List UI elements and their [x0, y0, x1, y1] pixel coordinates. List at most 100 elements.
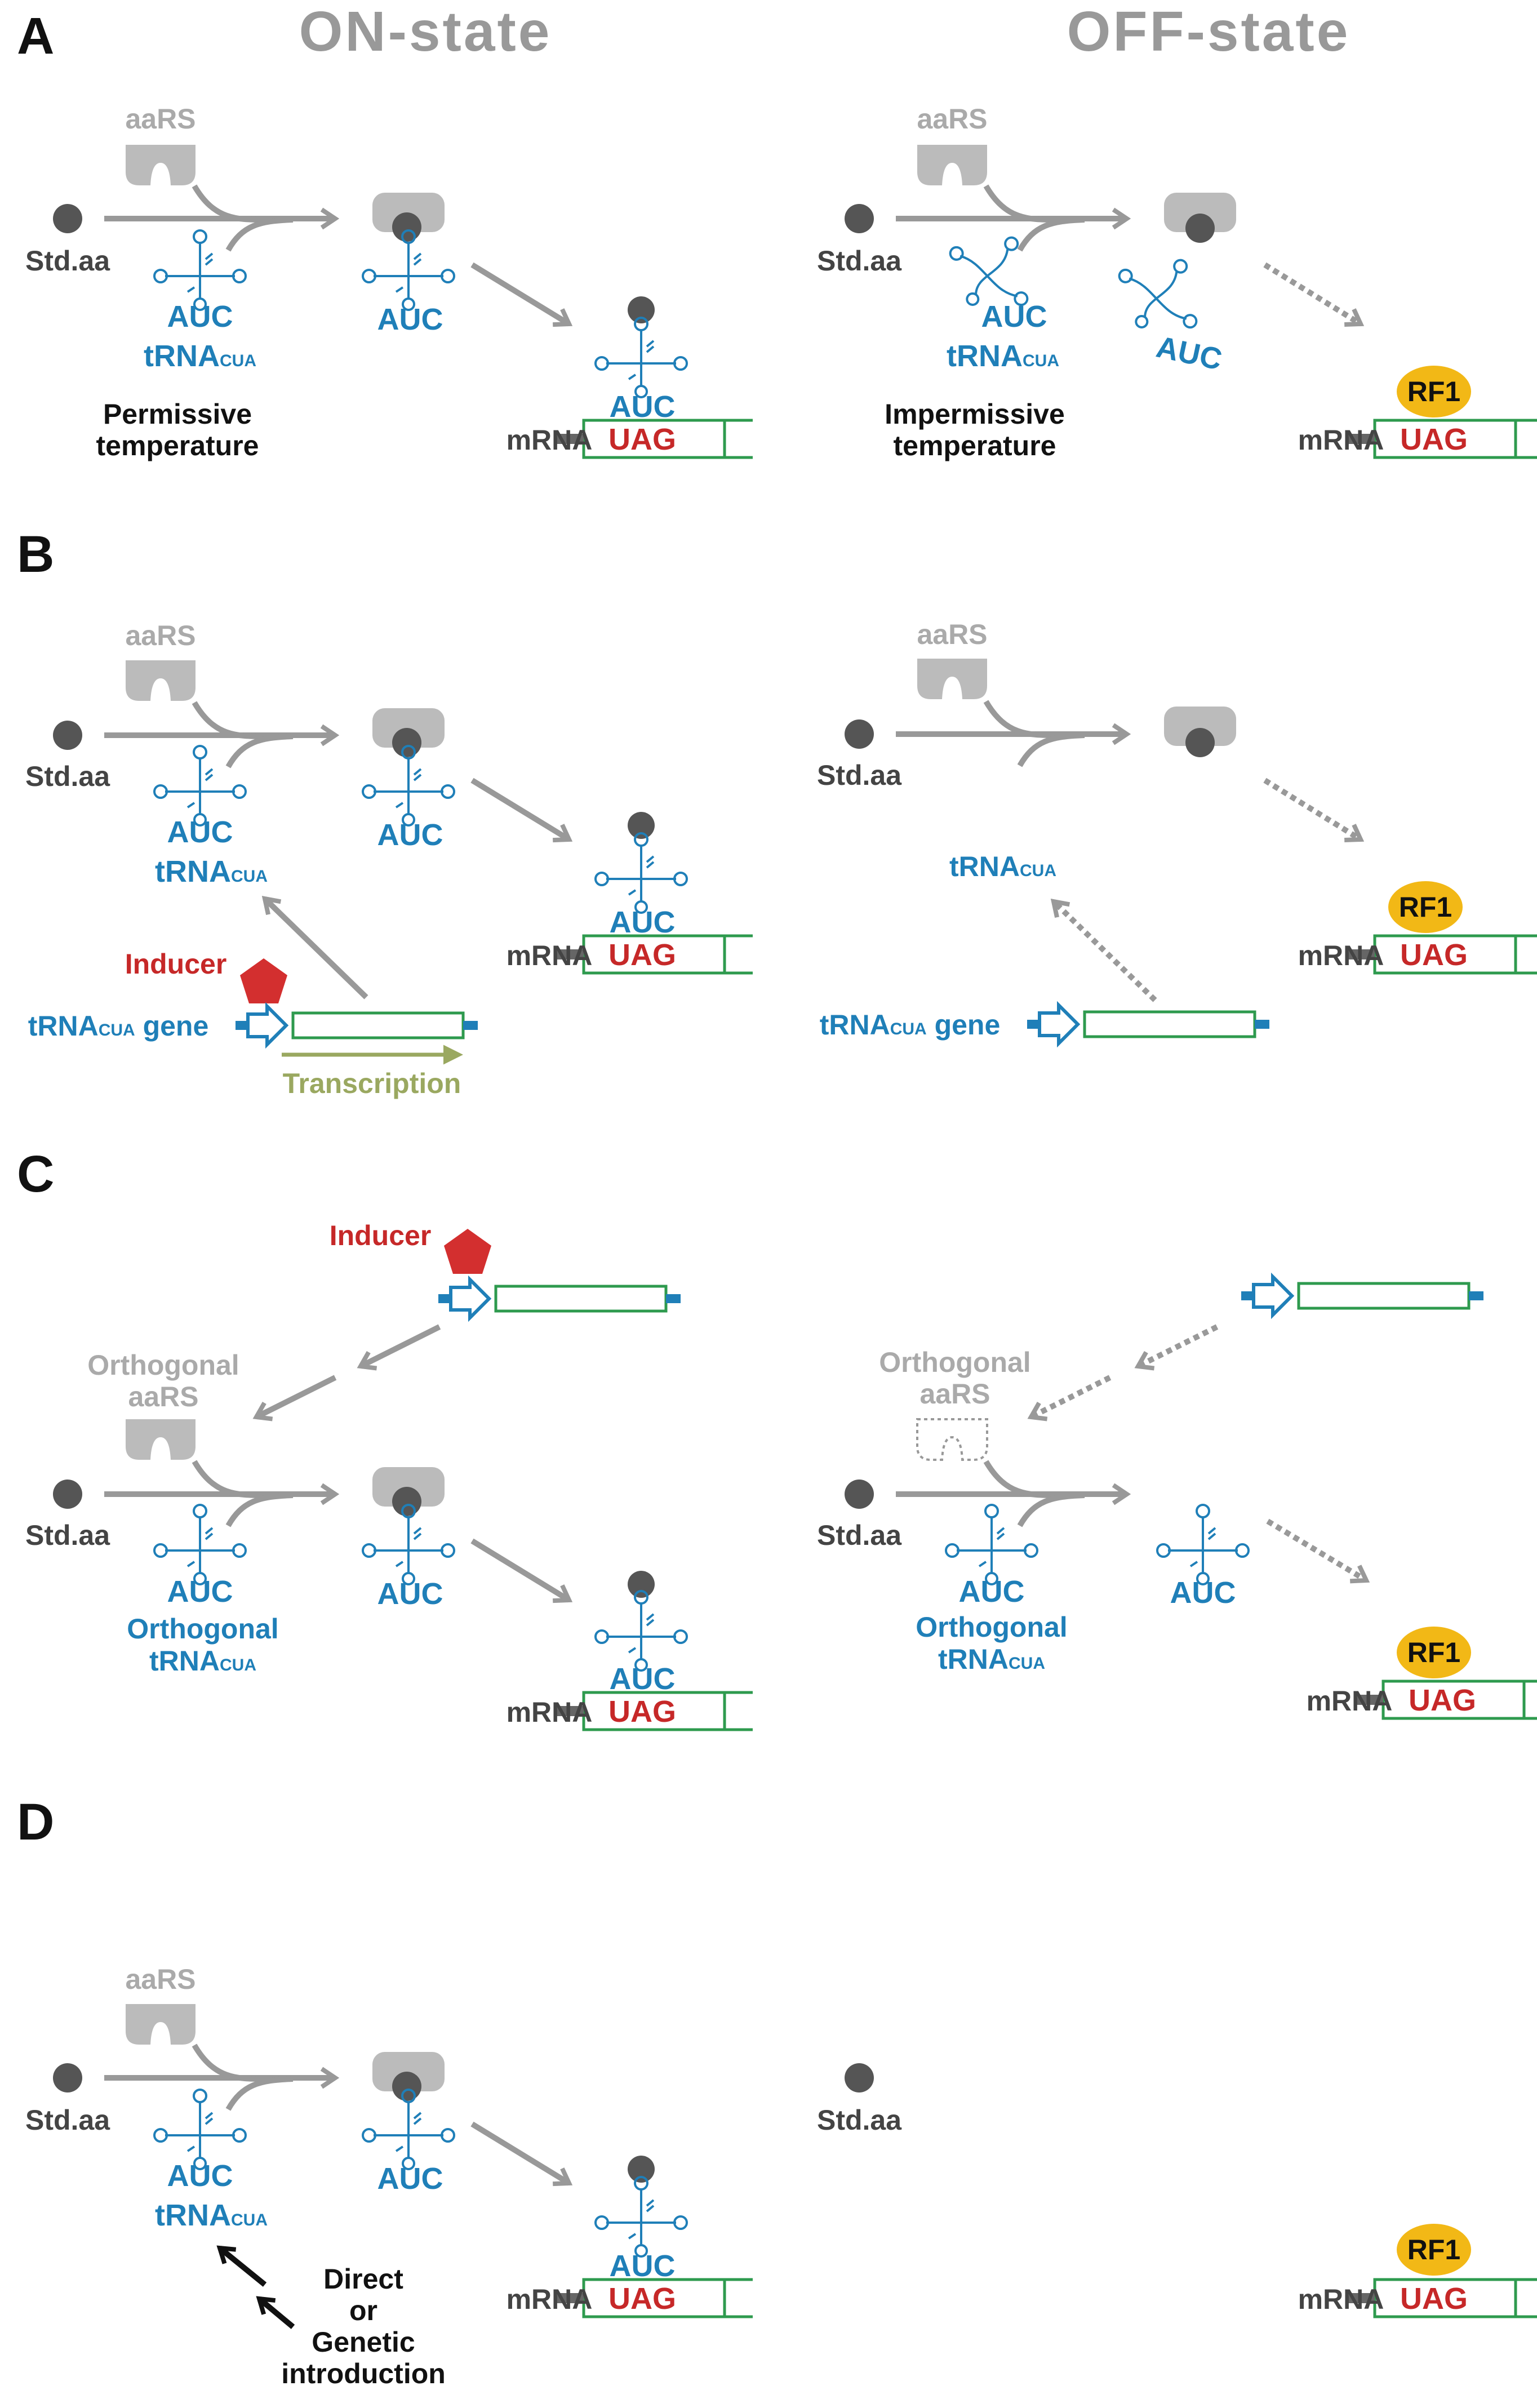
panel-b-on: aaRS Std.aa AUC tRNACUA AUC AUC mRNA UAG…: [25, 620, 753, 1099]
panel-label-d: D: [17, 1793, 54, 1851]
delivery-arrow: [470, 2121, 573, 2187]
std-aa-label: Std.aa: [817, 2104, 902, 2136]
codon-label: UAG: [1400, 2282, 1468, 2316]
aa-ball-charged: [392, 1487, 421, 1516]
site-anticodon-label: AUC: [610, 390, 676, 424]
gene-label: tRNACUA gene: [28, 1010, 209, 1042]
rf1-label: RF1: [1399, 891, 1452, 923]
mrna-label: mRNA: [507, 2283, 593, 2315]
anticodon-label: AUC: [167, 2159, 233, 2193]
condition-line1: Impermissive: [885, 398, 1065, 430]
trna-join-curve: [1017, 217, 1085, 252]
site-anticodon-label: AUC: [610, 2249, 676, 2283]
aa-ball-charged: [392, 728, 421, 757]
trna-gene: [1027, 1005, 1269, 1043]
condition-line2: temperature: [894, 430, 1056, 461]
blocked-delivery-arrow: [1266, 1518, 1370, 1584]
off-state-title: OFF-state: [1067, 0, 1351, 63]
expression-arrow-1: [357, 1324, 441, 1371]
std-aa-label: Std.aa: [25, 2104, 110, 2136]
mrna-label: mRNA: [1298, 940, 1384, 971]
charged-anticodon-label: AUC: [377, 303, 443, 336]
trna-join-curve: [225, 217, 294, 252]
introduction-line1: Direct: [323, 2263, 403, 2295]
gene-label: tRNACUA gene: [820, 1009, 1001, 1041]
panel-c-on: Inducer Orthogonal aaRS Std.aa AUC Ortho…: [25, 1220, 753, 1730]
aars-join-curve: [192, 701, 265, 739]
codon-label: UAG: [608, 2282, 676, 2316]
std-aa-ball: [845, 2063, 874, 2092]
condition-line2: temperature: [96, 430, 259, 461]
aars-label: aaRS: [125, 620, 196, 651]
condition-line1: Permissive: [103, 398, 252, 430]
trna-join-curve: [225, 1492, 294, 1527]
anticodon-label: AUC: [167, 300, 233, 334]
aa-ball-charged: [392, 212, 421, 242]
no-expression-arrow: [1050, 898, 1157, 1002]
codon-label: UAG: [1409, 1683, 1476, 1717]
codon-label: UAG: [608, 423, 676, 456]
aars-enzyme: [126, 2004, 196, 2045]
std-aa-ball: [845, 719, 874, 749]
aa-ball: [1185, 728, 1215, 757]
aars-join-curve: [192, 2043, 265, 2082]
anticodon-label: AUC: [959, 1575, 1025, 1609]
std-aa-label: Std.aa: [817, 1520, 902, 1551]
aars-label-line1: Orthogonal: [87, 1349, 239, 1381]
panel-label-a: A: [17, 7, 54, 65]
rf1-label: RF1: [1407, 376, 1460, 407]
aars-join-curve: [192, 1460, 265, 1498]
rf1-factor: [1397, 1627, 1471, 1678]
std-aa-ball: [53, 721, 82, 750]
trna-join-curve: [225, 2076, 294, 2111]
site-trna-icon: [594, 832, 688, 914]
std-aa-ball: [53, 2063, 82, 2092]
inducer-label: Inducer: [125, 948, 227, 980]
panel-label-b: B: [17, 526, 54, 583]
rf1-factor: [1388, 881, 1463, 933]
trna-icon-charged: [362, 1504, 455, 1585]
inducer-label: Inducer: [330, 1220, 432, 1251]
free-trna-icon: [1156, 1504, 1250, 1585]
aars-label-line2: aaRS: [128, 1381, 198, 1412]
codon-label: UAG: [608, 1695, 676, 1729]
no-expression-arrow-2: [1027, 1375, 1112, 1421]
codon-label: UAG: [608, 938, 676, 972]
trna-gene: [236, 1006, 478, 1045]
trna-label-line1: Orthogonal: [916, 1611, 1067, 1643]
trna-icon-charged: [362, 229, 455, 311]
std-aa-label: Std.aa: [817, 759, 902, 791]
std-aa-ball: [53, 1480, 82, 1509]
rf1-factor: [1397, 2224, 1471, 2276]
aars-gene: [438, 1279, 681, 1318]
delivery-arrow: [470, 778, 573, 843]
std-aa-label: Std.aa: [817, 245, 902, 277]
expression-arrow: [261, 895, 368, 999]
aars-join-curve: [983, 1460, 1057, 1498]
aars-join-curve: [983, 184, 1057, 223]
trna-label: tRNACUA: [155, 2198, 268, 2232]
trna-icon-charged: [362, 745, 455, 827]
delivery-arrow: [470, 262, 573, 327]
panel-d-on: aaRS Std.aa AUC tRNACUA AUC AUC mRNA UAG…: [25, 1963, 753, 2389]
transcription-label: Transcription: [283, 1068, 461, 1099]
std-aa-label: Std.aa: [25, 245, 110, 277]
codon-label: UAG: [1400, 938, 1468, 972]
missing-trna-curve: [1017, 732, 1085, 767]
delivery-arrow: [470, 1538, 573, 1603]
aars-enzyme: [917, 145, 987, 185]
aars-label: aaRS: [125, 103, 196, 135]
free-anticodon-label: AUC: [1153, 330, 1225, 377]
charged-anticodon-label: AUC: [377, 1577, 443, 1611]
introduction-line4: introduction: [281, 2358, 446, 2389]
blocked-delivery-arrow: [1263, 778, 1365, 842]
site-aa-ball: [628, 1571, 655, 1598]
inducer-pentagon-icon: [444, 1229, 491, 1274]
charged-anticodon-label: AUC: [377, 818, 443, 852]
std-aa-label: Std.aa: [25, 761, 110, 792]
trna-join-curve: [1017, 1492, 1085, 1527]
trna-label: tRNACUA: [155, 855, 268, 888]
inducer-pentagon-icon: [240, 958, 287, 1003]
introduction-arrow-1: [216, 2245, 267, 2287]
site-aa-ball: [628, 296, 655, 323]
